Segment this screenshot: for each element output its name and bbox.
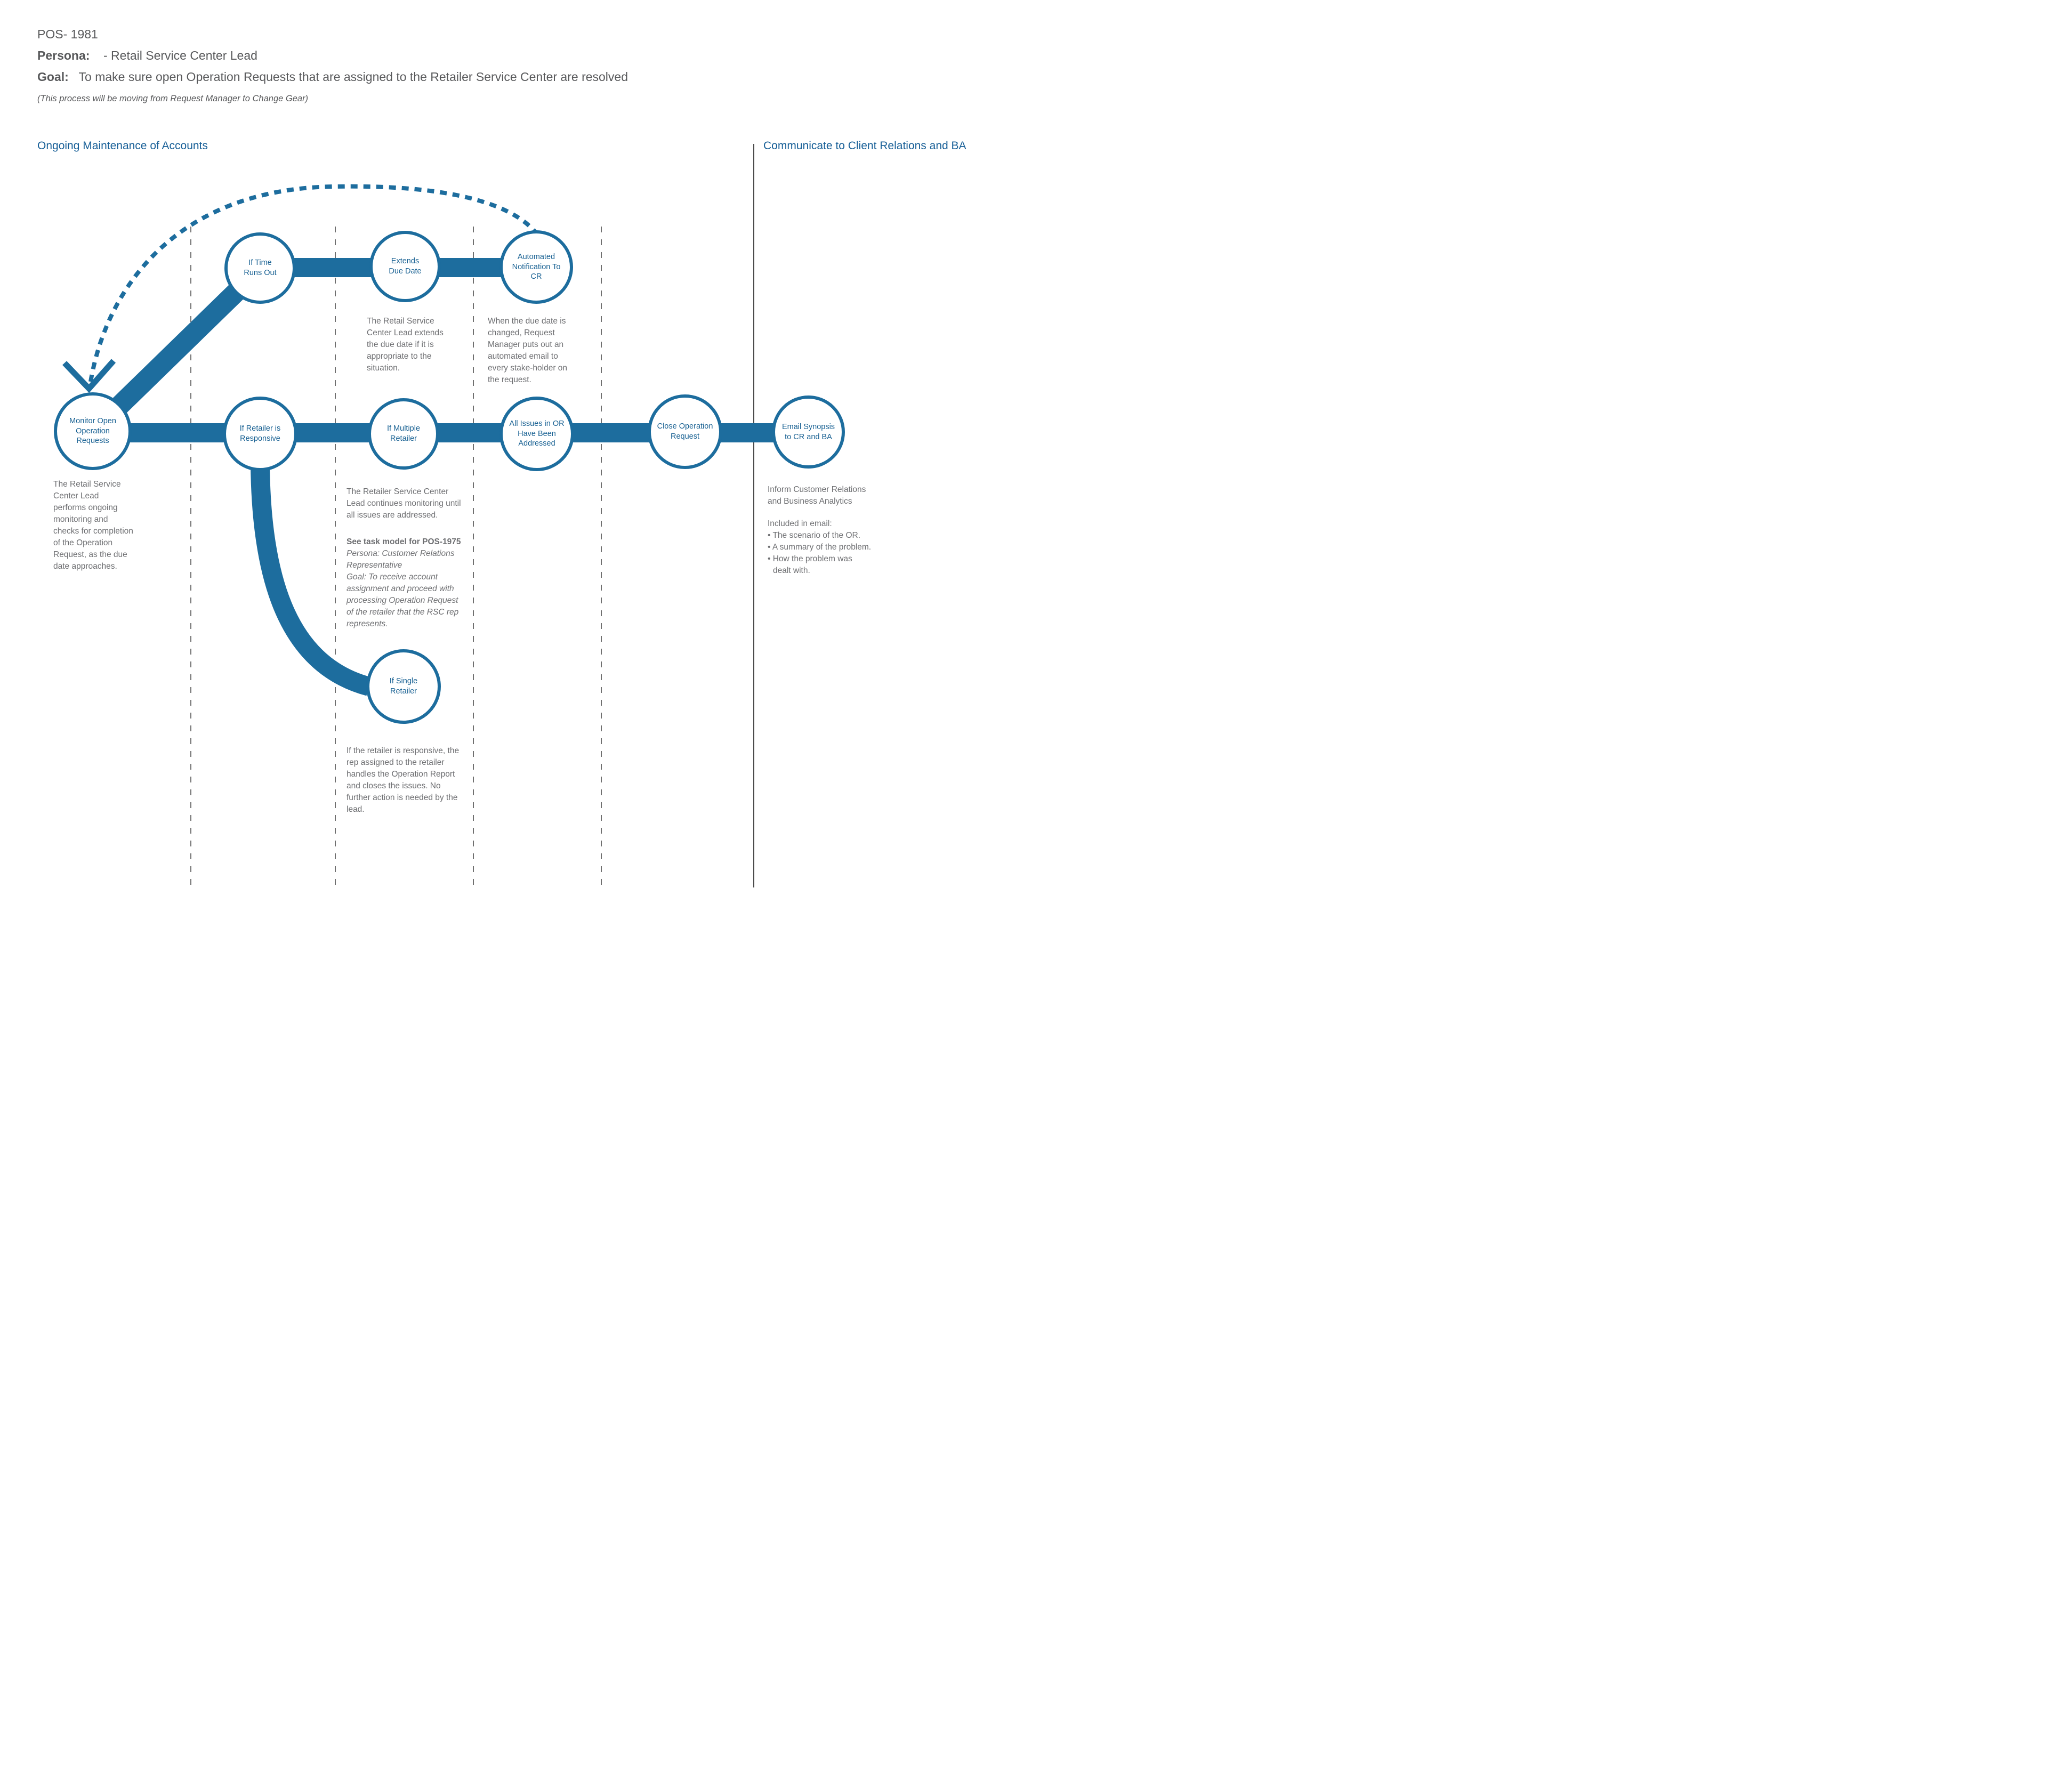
node-label: Extends Due Date bbox=[389, 257, 422, 276]
connector-ifretailer-to-ifsingle bbox=[251, 464, 372, 696]
node-if-retailer-is-responsive: If Retailer is Responsive bbox=[223, 397, 297, 471]
note-email-intro: Inform Customer Relations and Business A… bbox=[768, 485, 866, 506]
note-email-bullet: • The scenario of the OR. bbox=[768, 531, 861, 540]
persona-label: Persona: bbox=[37, 49, 90, 62]
node-automated-notification-to-cr: Automated Notification To CR bbox=[499, 230, 573, 304]
node-all-issues-addressed: All Issues in OR Have Been Addressed bbox=[499, 397, 574, 471]
node-label: If Retailer is Responsive bbox=[239, 424, 281, 443]
node-label: Automated Notification To CR bbox=[512, 253, 561, 281]
goal-label: Goal: bbox=[37, 70, 69, 84]
goal-value: To make sure open Operation Requests tha… bbox=[78, 70, 628, 84]
node-label: If Multiple Retailer bbox=[386, 424, 421, 443]
note-email-synopsis: Inform Customer Relations and Business A… bbox=[768, 484, 872, 577]
note-automated-notification: When the due date is changed, Request Ma… bbox=[488, 317, 568, 384]
note-goal-italic: Goal: To receive account assignment and … bbox=[346, 572, 459, 628]
section-title-ongoing-maintenance: Ongoing Maintenance of Accounts bbox=[37, 140, 208, 152]
process-note: (This process will be moving from Reques… bbox=[37, 94, 309, 103]
node-email-synopsis: Email Synopsis to CR and BA bbox=[772, 395, 845, 469]
process-diagram: POS- 1981 Persona: - Retail Service Cent… bbox=[0, 0, 1024, 896]
note-extends-due-date: The Retail Service Center Lead extends t… bbox=[367, 317, 444, 373]
node-label: Email Synopsis to CR and BA bbox=[781, 422, 835, 441]
note-single-retailer: If the retailer is responsive, the rep a… bbox=[346, 746, 460, 814]
node-label: Close Operation Request bbox=[657, 422, 713, 441]
note-multiple-paragraph: The Retailer Service Center Lead continu… bbox=[346, 487, 461, 520]
document-id: POS- 1981 bbox=[37, 27, 98, 41]
document-header: POS- 1981 Persona: - Retail Service Cent… bbox=[37, 23, 628, 104]
note-monitor: The Retail Service Center Lead performs … bbox=[53, 480, 133, 571]
goal-line: Goal: To make sure open Operation Reques… bbox=[37, 66, 628, 87]
node-if-multiple-retailer: If Multiple Retailer bbox=[368, 398, 439, 470]
node-extends-due-date: Extends Due Date bbox=[369, 231, 441, 302]
node-label: If Time Runs Out bbox=[244, 259, 277, 277]
feedback-arc bbox=[88, 184, 537, 382]
persona-line: Persona: - Retail Service Center Lead bbox=[37, 45, 628, 66]
section-title-communicate: Communicate to Client Relations and BA bbox=[763, 140, 966, 152]
node-label: Monitor Open Operation Requests bbox=[69, 417, 116, 446]
note-multiple-retailer: The Retailer Service Center Lead continu… bbox=[346, 486, 463, 630]
note-see-task-model: See task model for POS-1975 bbox=[346, 537, 461, 546]
node-if-time-runs-out: If Time Runs Out bbox=[224, 232, 296, 304]
node-label: If Single Retailer bbox=[389, 677, 418, 696]
note-email-included: Included in email: bbox=[768, 519, 832, 528]
note-email-bullet: • How the problem was dealt with. bbox=[768, 554, 852, 575]
node-close-operation-request: Close Operation Request bbox=[648, 394, 722, 469]
persona-value: - Retail Service Center Lead bbox=[103, 49, 257, 62]
node-label: All Issues in OR Have Been Addressed bbox=[509, 419, 565, 448]
node-if-single-retailer: If Single Retailer bbox=[366, 649, 441, 724]
note-persona-italic: Persona: Customer Relations Representati… bbox=[346, 549, 455, 570]
feedback-arrowhead-icon bbox=[62, 359, 116, 393]
node-monitor-open-operation-requests: Monitor Open Operation Requests bbox=[54, 392, 132, 470]
note-email-bullet: • A summary of the problem. bbox=[768, 543, 872, 552]
